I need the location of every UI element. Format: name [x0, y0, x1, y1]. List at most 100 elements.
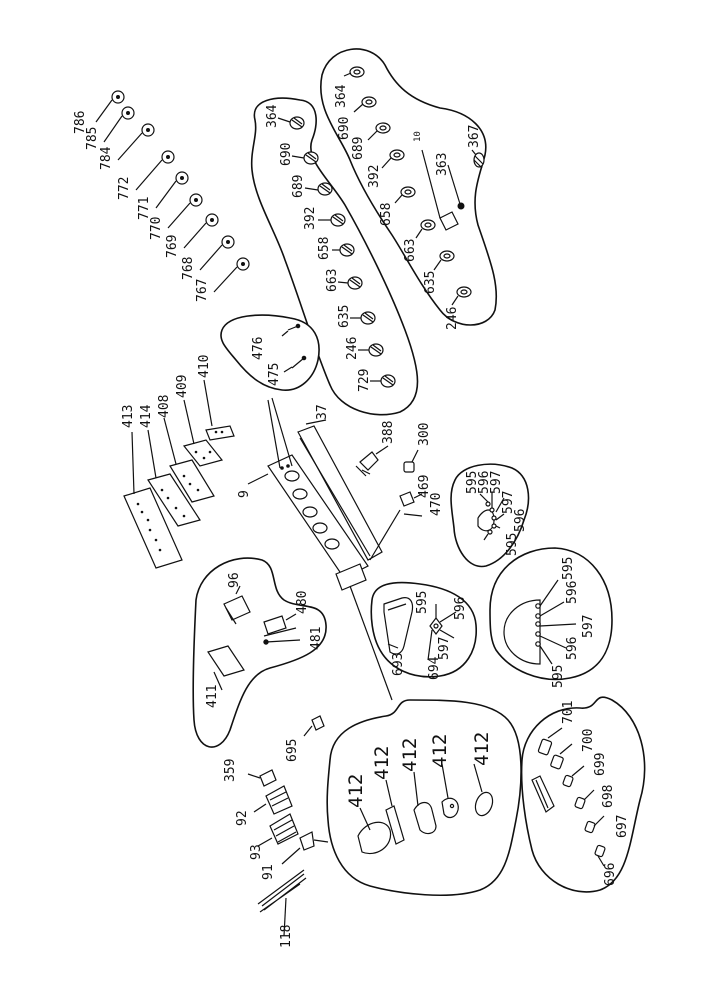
cluster-c: 595 596 597 597 596 595: [450, 463, 530, 568]
part-693: [383, 597, 414, 655]
label-b-246: 246: [445, 307, 460, 330]
label-f-481: 481: [309, 627, 324, 650]
part-695: [311, 715, 325, 731]
label-b-363: 363: [435, 153, 450, 176]
part-412c: [413, 801, 437, 835]
label-b-392: 392: [367, 165, 382, 188]
cluster-d-outline: [489, 547, 613, 681]
label-b-663: 663: [403, 239, 418, 262]
label-388: 388: [381, 421, 396, 444]
label-414: 414: [139, 404, 154, 428]
part-93: [269, 813, 299, 845]
part-412d: [441, 797, 459, 819]
label-118: 118: [279, 925, 294, 948]
label-d-597: 597: [581, 615, 596, 638]
label-413: 413: [121, 405, 136, 428]
label-768: 768: [181, 257, 196, 280]
label-f-411: 411: [205, 685, 220, 708]
part-412b: [385, 805, 405, 845]
cluster-screws-outline: [220, 314, 320, 391]
label-b-10: 10: [413, 131, 423, 142]
label-37: 37: [315, 404, 330, 420]
part-411: [207, 645, 245, 677]
part-118: [257, 869, 307, 913]
label-i-701: 701: [561, 701, 576, 724]
label-d-595b: 595: [551, 665, 566, 688]
cluster-h: 412 412 412 412 412: [326, 699, 522, 897]
label-e-597: 597: [437, 637, 452, 660]
label-300: 300: [417, 423, 432, 446]
cluster-e: 595 596 597 694 693: [370, 581, 477, 680]
label-771: 771: [137, 197, 152, 220]
label-a-658: 658: [317, 237, 332, 260]
label-a-635: 635: [337, 305, 352, 328]
label-h-412b: 412: [371, 746, 393, 780]
part-388: [359, 451, 379, 471]
label-772: 772: [117, 177, 132, 200]
label-a-729: 729: [357, 369, 372, 392]
label-695: 695: [285, 739, 300, 762]
panel-408: [169, 459, 215, 503]
label-h-412e: 412: [471, 732, 493, 766]
cluster-i: 701 700 699 698 697 696: [520, 696, 646, 893]
label-a-246: 246: [345, 337, 360, 360]
label-784: 784: [99, 146, 114, 170]
part-300: [403, 461, 415, 473]
label-e-694: 694: [427, 656, 442, 680]
label-409: 409: [175, 375, 190, 398]
control-panel-9: [267, 454, 369, 579]
control-panel-group: 9 37: [237, 397, 393, 701]
trim-strip-37: [297, 425, 383, 561]
label-h-412d: 412: [429, 734, 451, 768]
washer-group: 786 785 784 772 771 770 769 768 767: [73, 90, 250, 302]
label-d-596a: 596: [565, 581, 580, 604]
label-i-696: 696: [603, 863, 618, 886]
cluster-b-block: [439, 211, 459, 231]
label-c-595b: 595: [505, 533, 520, 556]
label-92: 92: [235, 810, 250, 826]
misc-parts-top: 388 300 469 470: [355, 421, 444, 561]
label-476: 476: [251, 337, 266, 360]
part-480: [263, 615, 287, 635]
panel-409: [182, 439, 224, 467]
label-a-364: 364: [265, 104, 280, 128]
cluster-i-pins: [537, 738, 606, 858]
label-786: 786: [73, 111, 88, 134]
label-b-689: 689: [351, 137, 366, 160]
label-785: 785: [85, 127, 100, 150]
label-b-690: 690: [337, 117, 352, 140]
label-e-595: 595: [415, 591, 430, 614]
panel-413: [123, 487, 183, 569]
cluster-screws: 476 475: [220, 314, 320, 391]
cluster-a: 364 690 689 392 658 663 635 246 729: [250, 97, 419, 416]
cluster-b-parts: [349, 66, 485, 298]
label-i-699: 699: [593, 753, 608, 776]
cluster-f: 96 480 481 411: [192, 557, 327, 748]
label-i-697: 697: [615, 815, 630, 838]
part-91: [299, 831, 315, 851]
cluster-i-outline: [520, 696, 646, 893]
label-d-595a: 595: [561, 557, 576, 580]
cluster-a-parts: [289, 116, 396, 388]
part-469: [399, 491, 415, 507]
label-i-700: 700: [581, 729, 596, 752]
cluster-a-outline: [250, 97, 419, 416]
label-469: 469: [417, 475, 432, 498]
label-c-596a: 596: [477, 471, 492, 494]
label-410: 410: [197, 355, 212, 378]
panel-410: [205, 425, 235, 441]
label-b-364: 364: [334, 84, 349, 108]
label-769: 769: [165, 235, 180, 258]
label-c-595a: 595: [465, 471, 480, 494]
label-b-635: 635: [423, 271, 438, 294]
label-475: 475: [267, 363, 282, 386]
label-i-698: 698: [601, 785, 616, 808]
cluster-b: 364 690 689 392 658 663 635 246 363 367 …: [320, 48, 498, 330]
panels-group: 413 414 408 409 410: [121, 355, 235, 569]
part-359: [259, 769, 277, 787]
label-h-412a: 412: [345, 774, 367, 808]
label-a-392: 392: [303, 207, 318, 230]
part-96: [223, 595, 251, 621]
label-e-693: 693: [391, 653, 406, 676]
